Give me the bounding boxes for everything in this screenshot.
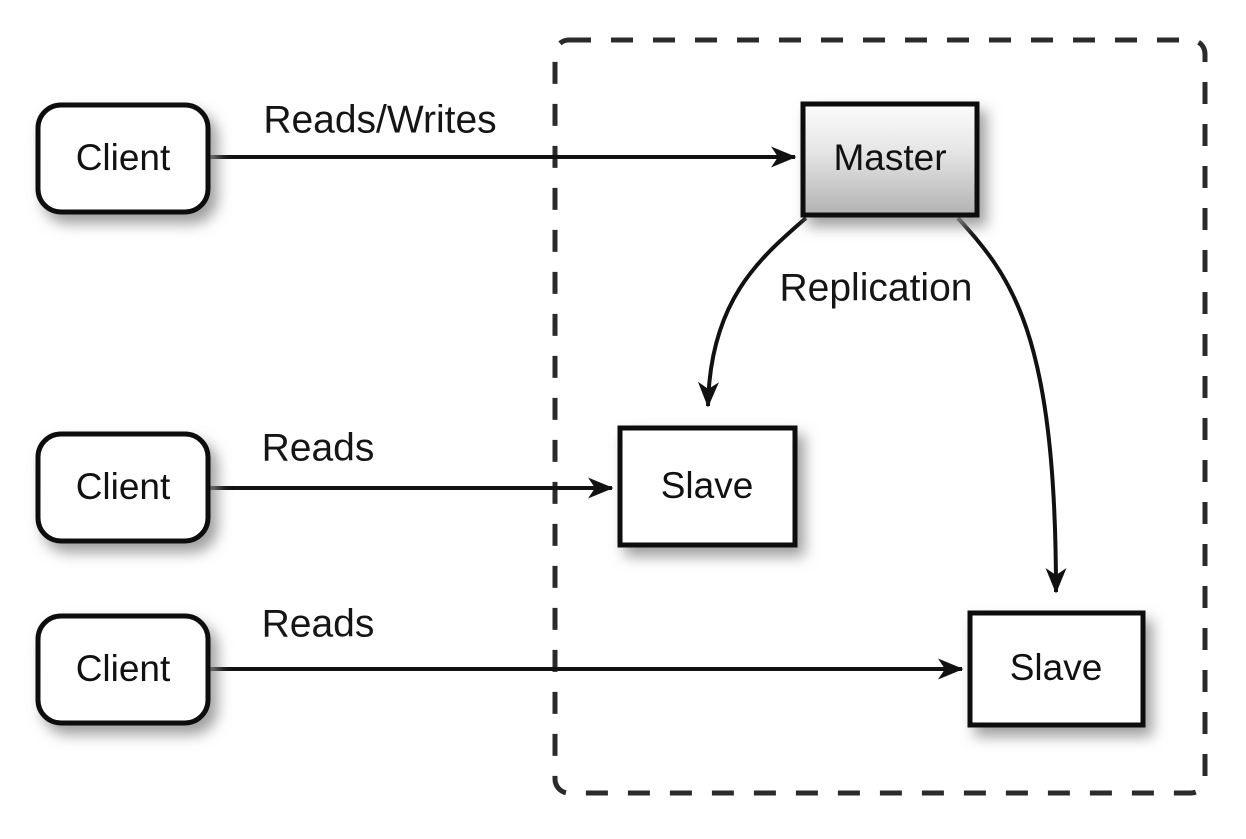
edge-label-reads-writes: Reads/Writes <box>263 98 496 141</box>
client-3-label: Client <box>76 648 171 689</box>
node-slave-2[interactable]: Slave <box>967 610 1146 728</box>
slave-2-label: Slave <box>1010 647 1103 688</box>
client-1-label: Client <box>76 137 171 178</box>
node-client-2[interactable]: Client <box>35 431 211 544</box>
edge-replication-left <box>697 216 808 408</box>
client-2-box[interactable] <box>35 431 211 544</box>
slave-2-box[interactable] <box>967 610 1146 728</box>
edge-label-reads-1: Reads <box>262 426 375 469</box>
edge-label-replication: Replication <box>780 266 973 309</box>
master-box[interactable] <box>800 101 980 218</box>
node-master[interactable]: Master <box>800 101 980 218</box>
client-1-box[interactable] <box>35 102 211 215</box>
edge-curve-replication-right <box>956 216 1067 594</box>
database-cluster-boundary <box>552 37 1208 796</box>
node-client-3[interactable]: Client <box>35 613 211 726</box>
client-2-label: Client <box>76 466 171 507</box>
node-slave-1[interactable]: Slave <box>617 425 798 548</box>
edge-label-reads-2: Reads <box>262 602 375 645</box>
client-3-box[interactable] <box>35 613 211 726</box>
slave-1-label: Slave <box>661 465 754 506</box>
edge-curve-replication-left <box>697 216 808 408</box>
edge-replication-right <box>956 216 1067 594</box>
node-client-1[interactable]: Client <box>35 102 211 215</box>
slave-1-box[interactable] <box>617 425 798 548</box>
master-label: Master <box>833 137 946 178</box>
